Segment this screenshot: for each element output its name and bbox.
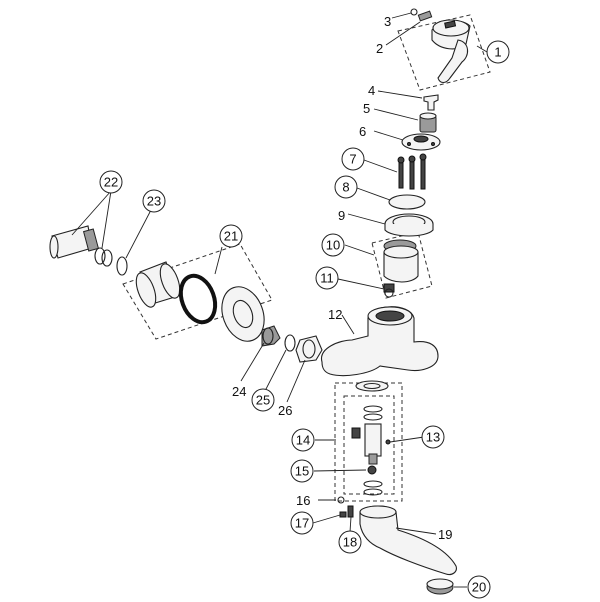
cap-screw-part [410, 8, 433, 22]
label-12: 12 [328, 307, 342, 322]
clip-part [339, 511, 347, 518]
callout-14-text: 14 [296, 433, 310, 448]
group-box-13 [343, 395, 395, 495]
label-3: 3 [384, 14, 391, 29]
label-26: 26 [278, 403, 292, 418]
mixer-body-part [321, 306, 439, 377]
callout-18: 18 [338, 530, 362, 554]
small-valve-part [383, 283, 395, 298]
callout-18-text: 18 [343, 535, 357, 550]
label-4: 4 [368, 83, 375, 98]
coupling-nut-part [295, 335, 323, 363]
adapter-part [419, 112, 437, 133]
leader-lines [71, 12, 488, 588]
label-24: 24 [232, 384, 246, 399]
stud-part [347, 505, 354, 518]
callout-17: 17 [290, 511, 314, 535]
label-2: 2 [376, 41, 383, 56]
seal-ring-part [116, 256, 128, 276]
callout-11-text: 11 [320, 271, 334, 286]
callout-23-text: 23 [147, 194, 161, 209]
label-19: 19 [438, 527, 452, 542]
callout-25: 25 [251, 388, 275, 412]
o-ring-part [284, 334, 296, 352]
group-box-14 [334, 382, 403, 502]
screws-part [397, 153, 427, 190]
callout-15-text: 15 [295, 464, 309, 479]
spout-part [359, 505, 457, 576]
threaded-connector-part [49, 225, 113, 267]
callout-7-text: 7 [349, 152, 356, 167]
callout-21: 21 [219, 224, 243, 248]
callout-20-text: 20 [472, 580, 486, 595]
bushing-part [261, 325, 281, 347]
callout-17-text: 17 [295, 516, 309, 531]
callout-8: 8 [334, 175, 358, 199]
callout-15: 15 [290, 459, 314, 483]
lower-seals-part [355, 380, 389, 496]
lever-handle-part [431, 19, 471, 84]
callout-13: 13 [421, 425, 445, 449]
ball-part [367, 465, 377, 475]
callout-10: 10 [321, 233, 345, 257]
label-16: 16 [296, 493, 310, 508]
callout-11: 11 [315, 266, 339, 290]
group-box-21 [122, 243, 273, 340]
pin-part [423, 94, 439, 111]
callout-21-text: 21 [224, 229, 238, 244]
nut-ring-part [384, 213, 434, 237]
callout-7: 7 [341, 147, 365, 171]
callout-13-text: 13 [426, 430, 440, 445]
label-6: 6 [359, 124, 366, 139]
callout-25-text: 25 [256, 393, 270, 408]
small-ring-part [337, 496, 345, 504]
cartridge-part [383, 239, 419, 283]
callout-22-text: 22 [104, 175, 118, 190]
callout-14: 14 [291, 428, 315, 452]
label-5: 5 [363, 101, 370, 116]
aerator-part [426, 578, 454, 595]
label-9: 9 [338, 208, 345, 223]
callout-10-text: 10 [326, 238, 340, 253]
callout-1: 1 [486, 40, 510, 64]
washer-part [388, 194, 426, 210]
plate-part [401, 133, 441, 151]
callout-1-text: 1 [494, 45, 501, 60]
wall-mount-set-part [135, 261, 265, 342]
callout-23: 23 [142, 189, 166, 213]
callout-8-text: 8 [342, 180, 349, 195]
callout-20: 20 [467, 575, 491, 599]
callout-22: 22 [99, 170, 123, 194]
diverter-part [351, 423, 391, 465]
